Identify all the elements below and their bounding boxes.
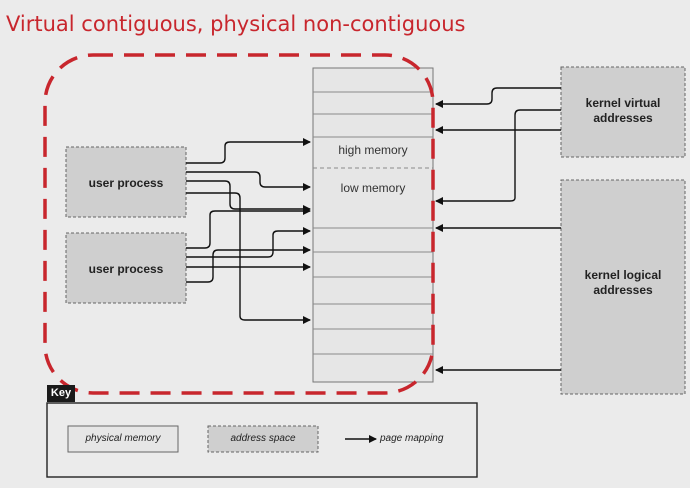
key-panel (46, 402, 478, 478)
key-address-space-label: address space (230, 433, 296, 444)
kernel-virtual-label-line2: addresses (593, 111, 653, 125)
low-memory-label: low memory (340, 181, 406, 195)
key-title: Key (47, 385, 75, 402)
user-page-mappings (186, 138, 311, 324)
key-address-space-swatch (207, 425, 319, 453)
page-title: Virtual contiguous, physical non-contigu… (6, 12, 466, 36)
kernel-virtual-label: kernel virtual addresses (561, 96, 685, 126)
kernel-virtual-box (560, 66, 686, 158)
key-page-mapping-label: page mapping (380, 433, 444, 444)
key-physical-memory-label: physical memory (85, 433, 161, 444)
user-process-label-2: user process (88, 262, 164, 276)
user-process-box-2 (65, 232, 187, 304)
kernel-page-mappings (435, 87, 561, 374)
user-process-box-1 (65, 146, 187, 218)
kernel-logical-label: kernel logical addresses (561, 268, 685, 298)
key-physical-memory-swatch (67, 425, 179, 453)
kernel-logical-label-line2: addresses (593, 283, 653, 297)
user-process-label-1: user process (88, 176, 164, 190)
kernel-virtual-label-line1: kernel virtual (585, 96, 661, 110)
kernel-logical-label-line1: kernel logical (584, 268, 662, 282)
high-memory-label: high memory (338, 143, 408, 157)
kernel-logical-box (560, 179, 686, 395)
physical-memory-column (312, 67, 434, 383)
